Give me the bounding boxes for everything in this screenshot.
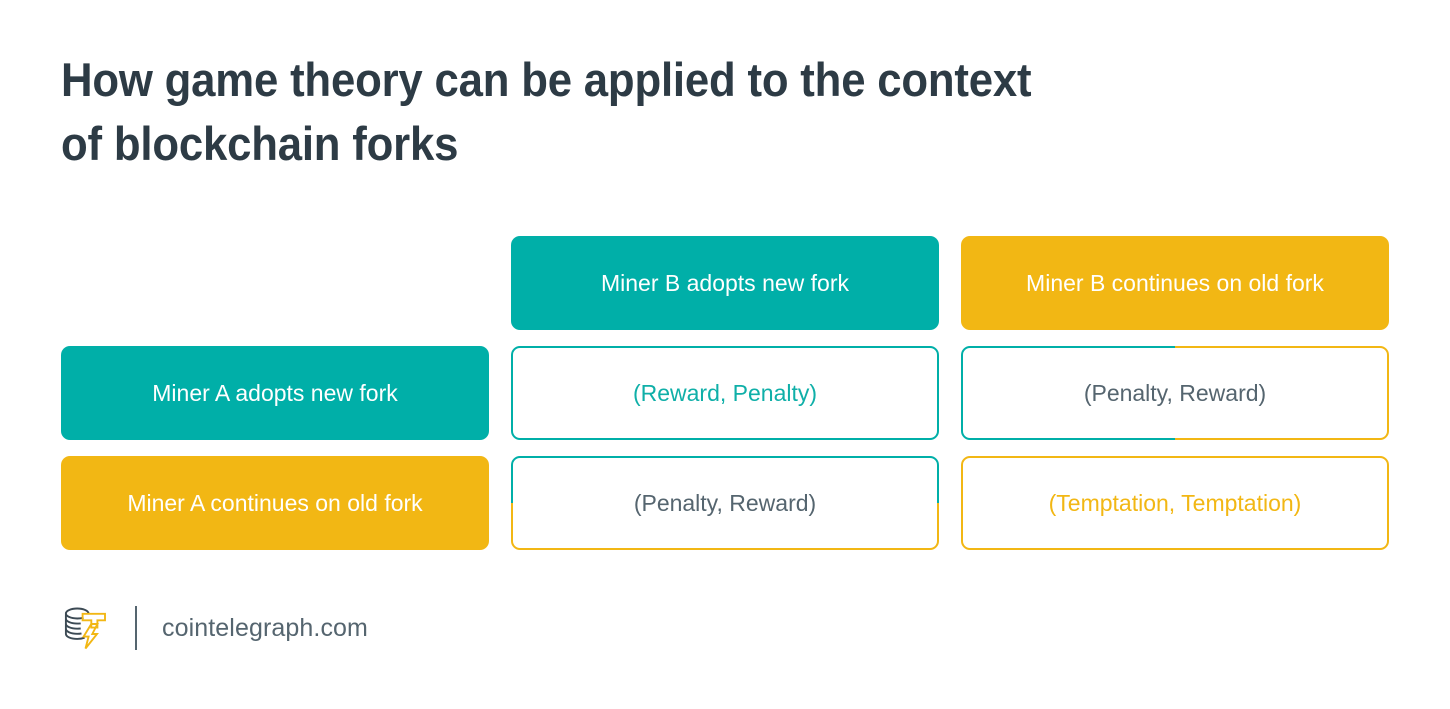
row-header-miner-a-continues: Miner A continues on old fork: [61, 456, 489, 550]
payoff-label: (Reward, Penalty): [632, 380, 818, 406]
column-header-miner-b-continues: Miner B continues on old fork: [961, 236, 1389, 330]
footer: cointelegraph.com: [61, 600, 368, 656]
row-header-label: Miner A adopts new fork: [152, 380, 398, 406]
column-header-label: Miner B adopts new fork: [600, 270, 849, 296]
column-header-label: Miner B continues on old fork: [1026, 270, 1324, 296]
payoff-label: (Temptation, Temptation): [1048, 490, 1302, 516]
matrix-corner-cell: [61, 236, 489, 330]
payoff-matrix: Miner B adopts new fork Miner B continue…: [61, 236, 1389, 550]
column-header-miner-b-adopts: Miner B adopts new fork: [511, 236, 939, 330]
payoff-label: (Penalty, Reward): [1083, 380, 1267, 406]
page-title: How game theory can be applied to the co…: [61, 53, 1032, 170]
footer-divider: [135, 606, 137, 650]
footer-site-label: cointelegraph.com: [162, 613, 368, 642]
payoff-cell-adopt-adopt: (Reward, Penalty): [511, 346, 939, 440]
row-header-miner-a-adopts: Miner A adopts new fork: [61, 346, 489, 440]
payoff-cell-continue-continue: (Temptation, Temptation): [961, 456, 1389, 550]
payoff-cell-continue-adopt: (Penalty, Reward): [511, 456, 939, 550]
cointelegraph-logo-icon: [64, 607, 106, 650]
row-header-label: Miner A continues on old fork: [127, 490, 423, 516]
payoff-label: (Penalty, Reward): [633, 490, 817, 516]
payoff-cell-adopt-continue: (Penalty, Reward): [961, 346, 1389, 440]
